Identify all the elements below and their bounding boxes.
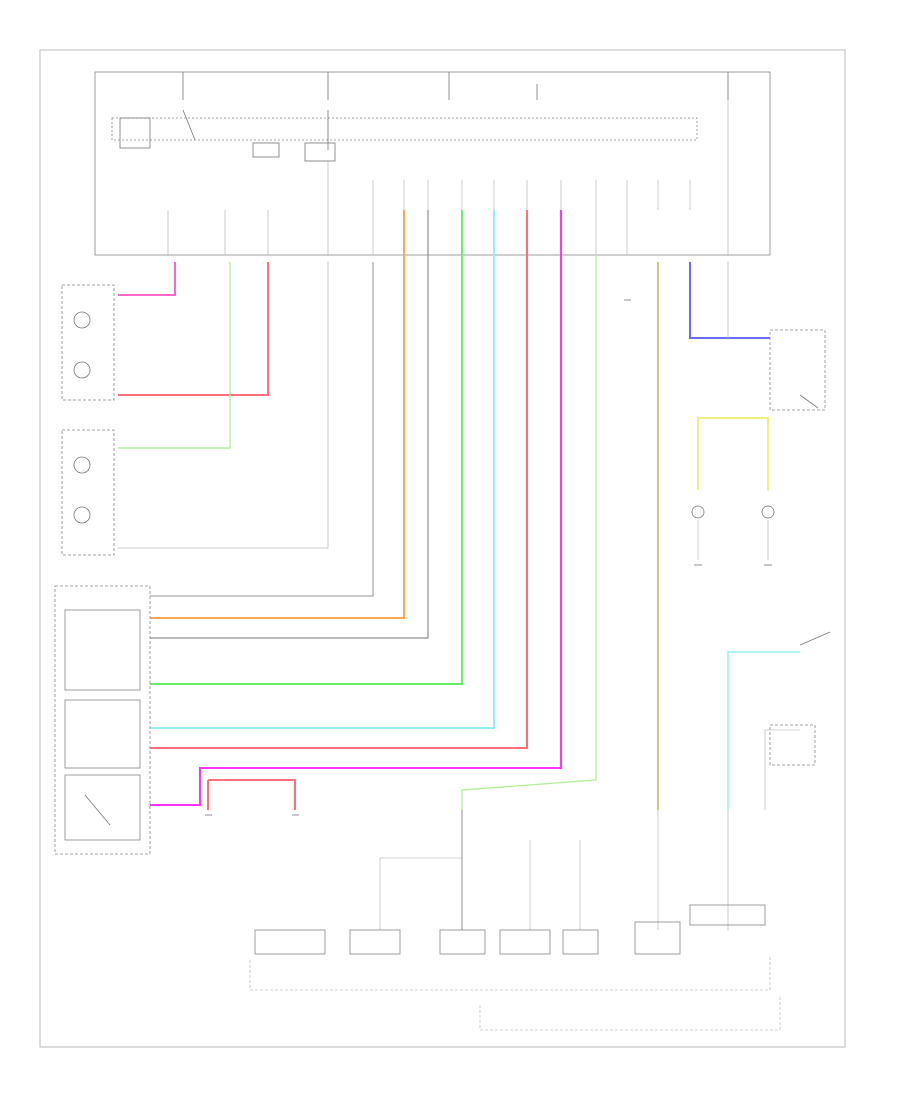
wire-light-blue xyxy=(150,210,495,729)
bottom-module-2 xyxy=(349,929,401,955)
wire-red-lh xyxy=(118,262,269,396)
bottom-module-4 xyxy=(499,929,551,955)
bottom-module-7 xyxy=(689,904,766,926)
wire-gray-right-2 xyxy=(764,729,800,810)
wire-pink xyxy=(118,262,176,296)
right-relay xyxy=(769,329,826,411)
door-switch xyxy=(769,631,831,766)
wire-light-green xyxy=(118,262,231,449)
wire-red-sw xyxy=(150,210,528,749)
page-frame xyxy=(39,49,846,1048)
bottom-network xyxy=(249,810,781,1031)
wire-light-blue-right xyxy=(727,651,800,810)
rh-headlight xyxy=(61,429,115,556)
ground-symbols xyxy=(205,299,772,816)
combination-switch xyxy=(54,585,151,855)
wire-red-ground xyxy=(208,779,296,810)
wire-orange xyxy=(150,210,405,619)
control-module xyxy=(94,71,771,256)
lh-headlight xyxy=(61,284,115,401)
wire-gray-rh xyxy=(118,262,329,549)
wire-blue xyxy=(689,262,770,339)
wire-magenta xyxy=(150,210,562,806)
wire-gray-sw xyxy=(150,262,374,597)
wire-light-green-lower xyxy=(461,255,597,810)
side-lamps xyxy=(691,505,775,560)
bottom-module-3 xyxy=(439,929,486,955)
wire-dark-gray xyxy=(150,210,429,639)
bottom-module-5 xyxy=(562,929,599,955)
wire-yellow xyxy=(697,417,769,490)
bottom-module-6 xyxy=(634,921,681,955)
wire-green xyxy=(150,210,463,685)
bottom-module-1 xyxy=(254,929,326,955)
